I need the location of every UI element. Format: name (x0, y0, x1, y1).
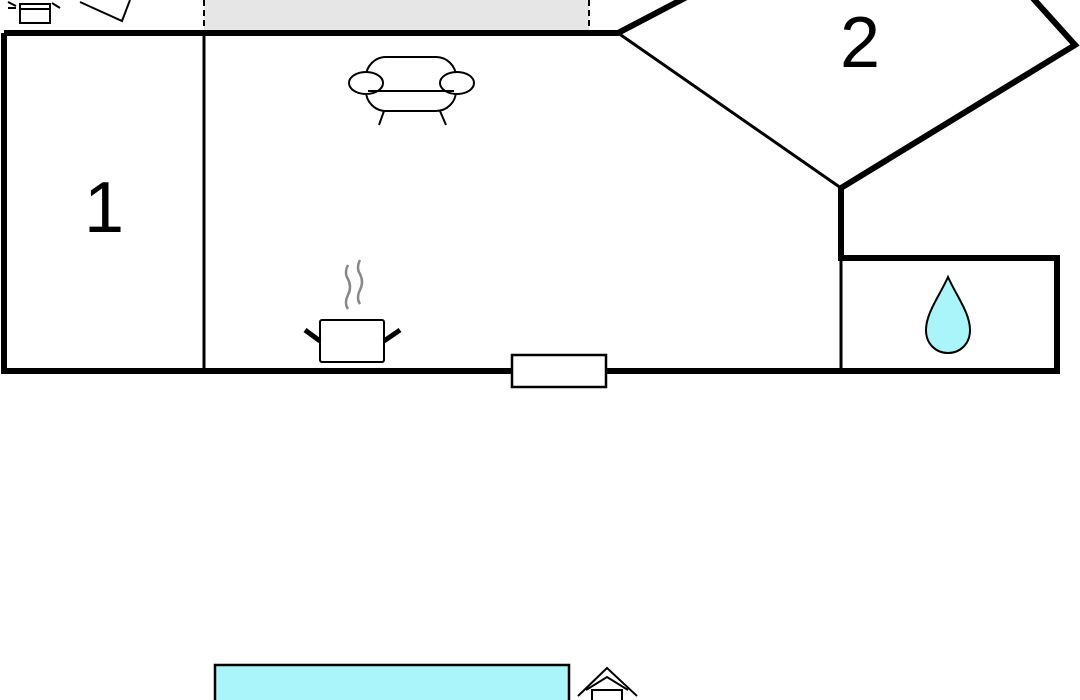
walls (1, 0, 1080, 374)
entrance-door (510, 353, 608, 389)
water-drop-icon (924, 274, 972, 355)
room-2-label: 2 (840, 3, 880, 83)
hut-icon (577, 666, 638, 700)
terrace (203, 0, 590, 31)
sofa-icon (348, 56, 475, 126)
room-1-label: 1 (84, 168, 124, 248)
cooking-pot-icon (303, 259, 402, 363)
grill-icon (7, 0, 131, 24)
swimming-pool (213, 663, 571, 700)
